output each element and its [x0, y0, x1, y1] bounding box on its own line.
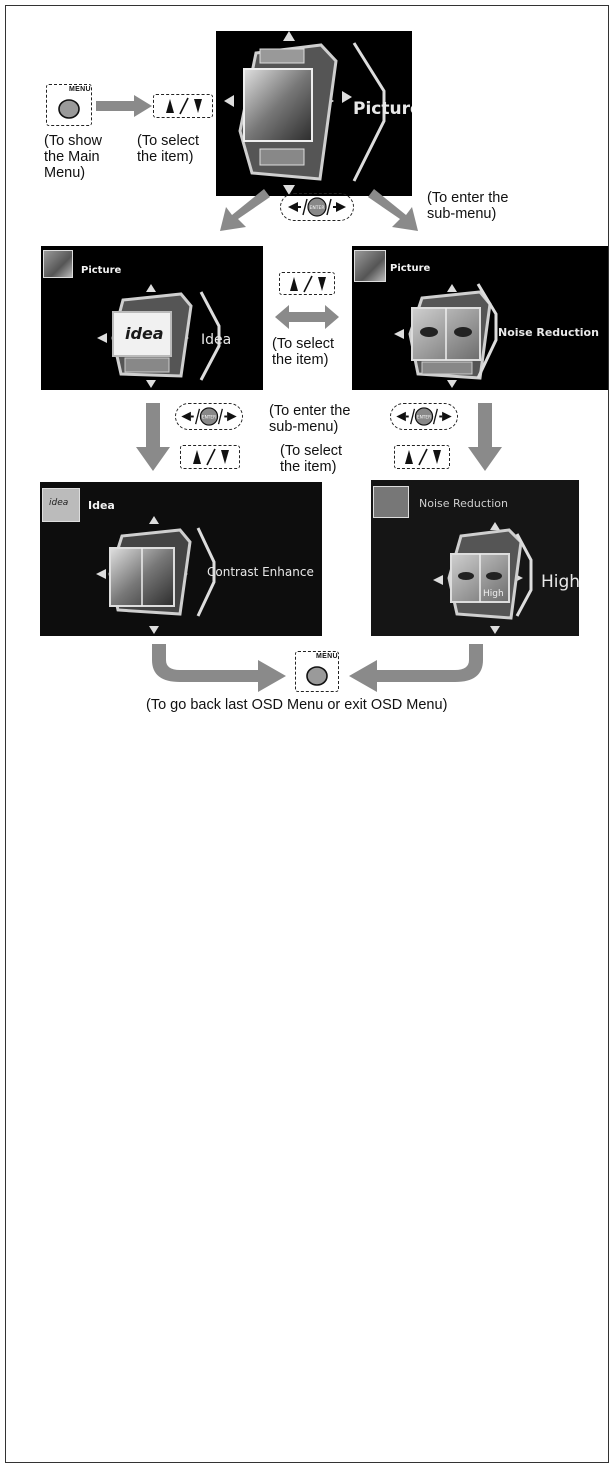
menu-button-label: MENU: [316, 653, 338, 660]
arrow-down-right-icon: [368, 189, 418, 231]
arrow-left-right-icon: [275, 305, 339, 329]
noise-high-header: Noise Reduction: [419, 497, 508, 510]
main-menu-cube-icon: [224, 31, 386, 195]
up-down-arrows-icon: [405, 448, 441, 466]
picture-thumb-icon: [354, 250, 386, 282]
high-cube-icon: [433, 522, 533, 634]
svg-text:ENTER: ENTER: [310, 205, 325, 211]
picture-idea-header: Picture: [81, 265, 122, 276]
return-arrow-right-icon: [349, 644, 483, 692]
menu-button-icon: [58, 99, 80, 119]
up-down-arrows-icon: [166, 97, 202, 115]
osd-idea-contrast-screen: idea Idea Contrast Enhance: [40, 482, 322, 636]
idea-logo-text: idea: [125, 324, 164, 343]
osd-main-screen: Picture: [216, 31, 412, 196]
picture-idea-item-label: Idea: [201, 332, 232, 348]
left-enter-right-icon: ENTER: [396, 407, 452, 426]
picture-noise-item-label: Noise Reduction: [498, 326, 599, 339]
arrow-down-right-column-icon: [468, 403, 502, 471]
osd-picture-noise-screen: Picture Noise Reduction: [352, 246, 608, 390]
svg-text:ENTER: ENTER: [202, 414, 216, 420]
picture-noise-header: Picture: [390, 263, 431, 274]
up-down-button-box-middle[interactable]: [279, 272, 335, 295]
caption-select-item-lower: (To select the item): [280, 443, 343, 475]
up-down-arrows-icon: [290, 275, 326, 293]
high-cube-text: High: [483, 589, 504, 599]
arrow-down-left-column-icon: [136, 403, 170, 471]
up-down-button-box-right[interactable]: [394, 445, 450, 469]
up-down-button-box-left[interactable]: [180, 445, 240, 469]
caption-show-main-menu: (To show the Main Menu): [44, 133, 103, 181]
idea-cube-icon: [97, 284, 221, 388]
left-enter-right-button-box-top[interactable]: ENTER: [280, 193, 354, 221]
idea-thumb-logo: idea: [49, 498, 69, 508]
noise-thumb-icon: [373, 486, 409, 518]
idea-contrast-header: Idea: [88, 499, 115, 512]
noise-high-item-label: High: [541, 572, 579, 592]
left-enter-right-button-box-right[interactable]: ENTER: [390, 403, 458, 430]
caption-go-back: (To go back last OSD Menu or exit OSD Me…: [146, 697, 448, 713]
arrow-down-left-icon: [220, 189, 270, 231]
noise-cube-icon: [394, 283, 498, 388]
picture-thumb-icon: [43, 250, 73, 278]
left-enter-right-icon: ENTER: [181, 407, 237, 426]
left-enter-right-icon: ENTER: [288, 197, 346, 217]
main-menu-item-label: Picture: [353, 99, 412, 119]
osd-picture-idea-screen: Picture idea Idea: [41, 246, 263, 390]
menu-button-icon: [306, 666, 328, 686]
caption-enter-submenu-top: (To enter the sub-menu): [427, 190, 509, 222]
idea-thumb-icon: idea: [42, 488, 80, 522]
left-enter-right-button-box-left[interactable]: ENTER: [175, 403, 243, 430]
contrast-cube-icon: [96, 516, 216, 634]
caption-select-item-middle: (To select the item): [272, 336, 335, 368]
page-frame: [5, 5, 609, 1463]
up-down-button-box-top[interactable]: [153, 94, 213, 118]
caption-enter-submenu-middle: (To enter the sub-menu): [269, 403, 351, 435]
arrow-right-icon: [96, 95, 152, 117]
idea-contrast-item-label: Contrast Enhance: [207, 565, 314, 579]
menu-button-label: MENU: [69, 86, 91, 93]
osd-noise-high-screen: Noise Reduction High High: [371, 480, 579, 636]
menu-button-box-bottom[interactable]: MENU: [295, 651, 339, 692]
svg-text:ENTER: ENTER: [417, 414, 431, 420]
menu-button-box[interactable]: MENU: [46, 84, 92, 126]
caption-select-item-top: (To select the item): [137, 133, 200, 165]
up-down-arrows-icon: [193, 448, 229, 466]
return-arrow-left-icon: [152, 644, 286, 692]
